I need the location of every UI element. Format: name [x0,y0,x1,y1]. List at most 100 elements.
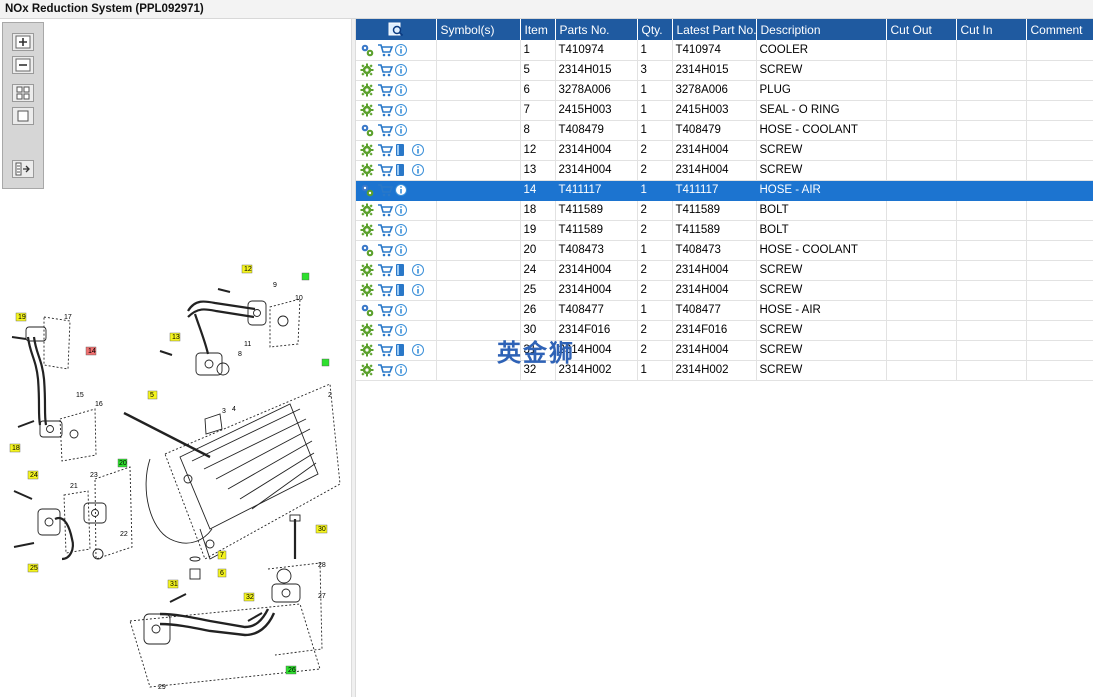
column-header-qty[interactable]: Qty. [637,19,673,40]
callout-tag[interactable]: 31 [167,579,179,589]
callout-tag[interactable]: 7 [217,550,227,560]
cart-icon[interactable] [377,63,393,77]
callout-tag[interactable]: 32 [243,592,255,602]
cart-icon[interactable] [377,183,393,197]
gear-icon[interactable] [360,203,374,217]
gear-icon[interactable] [360,143,374,157]
gear-icon[interactable] [360,223,374,237]
callout-tag[interactable]: 20 [117,458,128,468]
cart-icon[interactable] [377,83,393,97]
callout-tag[interactable]: 19 [15,312,27,322]
column-header-parts-no[interactable]: Parts No. [555,19,638,40]
callout-tag[interactable]: 25 [27,563,39,573]
cart-icon[interactable] [377,243,393,257]
zoom-out-button[interactable] [12,56,34,74]
info-icon[interactable] [411,343,425,357]
column-header-comment[interactable]: Comment [1026,19,1093,40]
info-icon[interactable] [411,283,425,297]
gears-icon[interactable] [360,303,374,317]
callout-tag[interactable]: 6 [217,568,227,578]
cart-icon[interactable] [377,263,393,277]
cart-icon[interactable] [377,203,393,217]
column-header-item[interactable]: Item [520,19,556,40]
cart-icon[interactable] [377,103,393,117]
gear-icon[interactable] [360,163,374,177]
column-header-cut-out[interactable]: Cut Out [886,19,957,40]
cart-icon[interactable] [377,123,393,137]
info-icon[interactable] [394,183,408,197]
book-icon[interactable] [394,263,408,277]
callout-tag[interactable]: 26 [285,665,297,675]
fit-page-button[interactable] [12,107,34,125]
cart-icon[interactable] [377,323,393,337]
drawing-pane[interactable]: 12 9 10 19 17 14 13 11 8 5 2 3 4 15 16 1… [0,19,351,697]
callout-tag[interactable]: 5 [147,390,158,400]
zoom-in-button[interactable] [12,33,34,51]
gear-icon[interactable] [360,83,374,97]
gear-icon[interactable] [360,263,374,277]
cart-icon[interactable] [377,283,393,297]
info-icon[interactable] [394,63,408,77]
callout-tag[interactable] [321,358,330,367]
info-icon[interactable] [394,303,408,317]
fit-grid-button[interactable] [12,84,34,102]
cart-icon[interactable] [377,143,393,157]
exploded-parts-diagram[interactable]: 12 9 10 19 17 14 13 11 8 5 2 3 4 15 16 1… [0,229,351,697]
cart-icon[interactable] [377,223,393,237]
column-header-description[interactable]: Description [756,19,887,40]
info-icon[interactable] [394,103,408,117]
info-icon[interactable] [394,83,408,97]
callout-tag[interactable]: 24 [27,470,39,480]
info-icon[interactable] [394,223,408,237]
callout-tag[interactable]: 13 [169,332,181,342]
book-icon[interactable] [394,143,408,157]
book-icon[interactable] [394,343,408,357]
info-icon[interactable] [411,263,425,277]
info-icon[interactable] [411,163,425,177]
gears-icon[interactable] [360,183,374,197]
callout-tag[interactable]: 30 [315,524,328,534]
gear-icon[interactable] [360,343,374,357]
pane-splitter[interactable] [351,19,356,697]
book-icon[interactable] [394,283,408,297]
book-icon[interactable] [394,163,408,177]
list-view-button[interactable] [12,160,34,178]
info-icon[interactable] [394,123,408,137]
column-header-cut-in[interactable]: Cut In [956,19,1027,40]
gears-icon[interactable] [360,123,374,137]
gear-icon[interactable] [360,363,374,377]
info-icon[interactable] [411,143,425,157]
cart-icon[interactable] [377,163,393,177]
callout-tag[interactable]: 18 [9,443,21,453]
callout-tag[interactable] [301,272,310,281]
gear-icon[interactable] [360,63,374,77]
cart-icon[interactable] [377,43,393,57]
cart-icon[interactable] [377,343,393,357]
cart-icon[interactable] [377,363,393,377]
cart-icon[interactable] [377,303,393,317]
column-header-tools[interactable] [356,19,437,40]
column-header-latest-part-no[interactable]: Latest Part No. [672,19,757,40]
gear-icon[interactable] [360,323,374,337]
column-header-symbols[interactable]: Symbol(s) [436,19,521,40]
info-icon[interactable] [394,243,408,257]
gears-icon[interactable] [360,43,374,57]
info-icon[interactable] [394,363,408,377]
callout-tag[interactable]: 14 [85,346,97,356]
info-icon[interactable] [394,203,408,217]
info-icon[interactable] [394,43,408,57]
